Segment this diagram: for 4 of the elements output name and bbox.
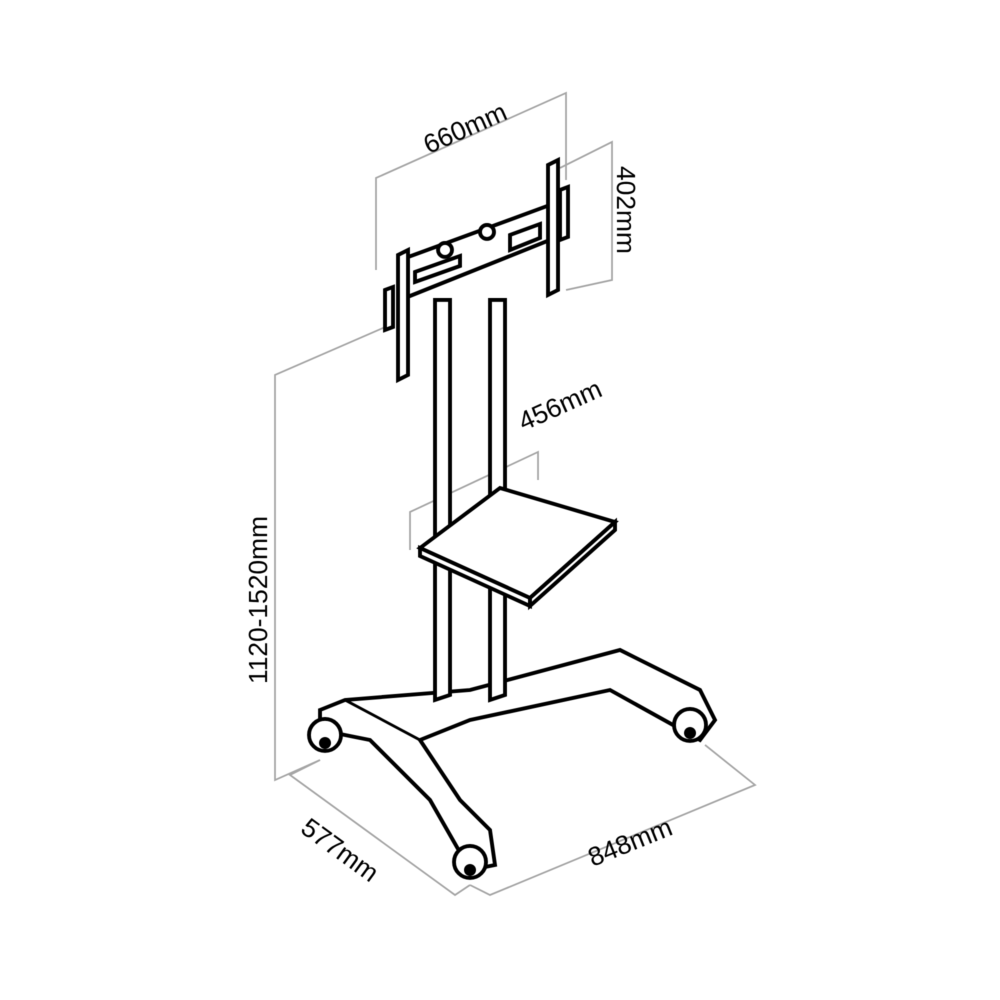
dimension-label: 848mm bbox=[588, 822, 673, 866]
dimension-label: 402mm bbox=[616, 166, 636, 252]
dimension-label: 456mm bbox=[522, 384, 602, 428]
dimension-label: 1120-1520mm bbox=[248, 518, 268, 682]
